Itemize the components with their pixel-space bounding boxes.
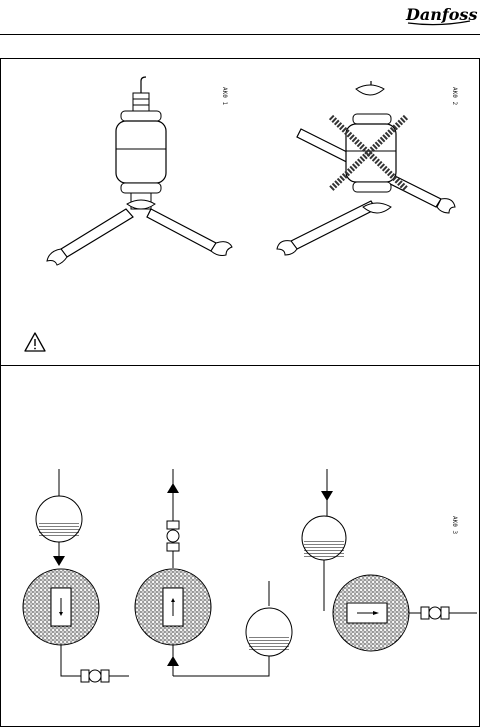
drier-incorrect-diagram: AK0 2	[277, 81, 458, 255]
svg-text:AK0 3: AK0 3	[451, 516, 458, 534]
drier-correct-diagram: AK0 1	[47, 77, 232, 265]
installation-panel-top: AK0 1 AK0 2	[0, 58, 480, 366]
installation-panel-bottom: AK0 3	[0, 366, 480, 727]
flow-diagrams: AK0 3	[1, 366, 480, 727]
flow-diagram-upward	[135, 469, 292, 676]
svg-text:AK0 1: AK0 1	[221, 87, 228, 105]
flow-diagram-horizontal: AK0 3	[302, 469, 477, 651]
warning-triangle-icon	[25, 333, 45, 351]
svg-text:AK0 2: AK0 2	[451, 87, 458, 105]
danfoss-logo: Danfoss	[404, 4, 474, 26]
header-rule	[0, 34, 480, 35]
wrench-diagrams: AK0 1 AK0 2	[1, 59, 480, 367]
flow-diagram-downward	[23, 469, 129, 682]
